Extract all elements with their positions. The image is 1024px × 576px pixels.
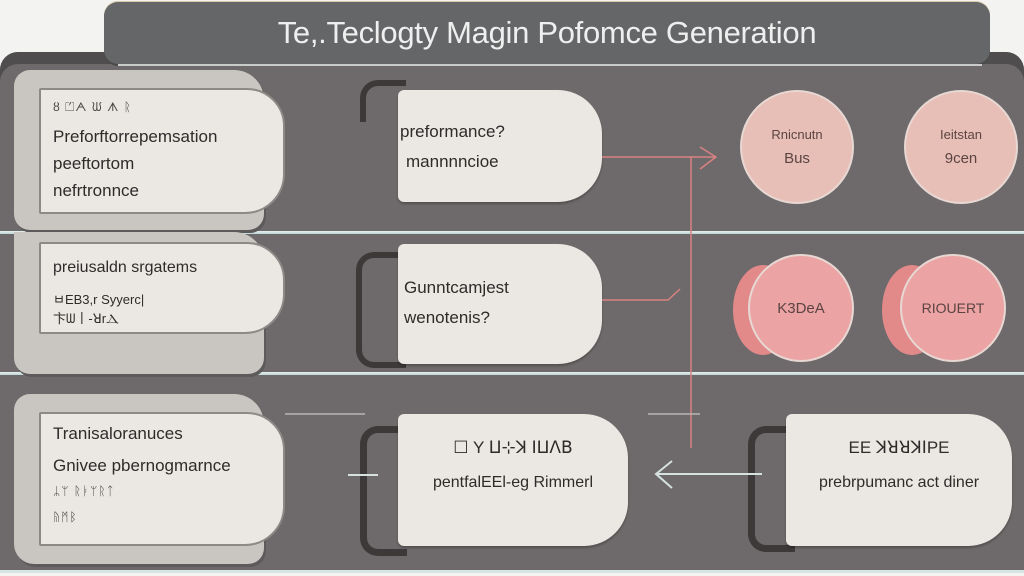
- circle-label: K3DeA: [777, 299, 825, 317]
- card-line: preformance?: [400, 122, 505, 141]
- card-heading: preiusaldn srgatems: [53, 259, 198, 276]
- card-line: nefrtronnce: [53, 181, 139, 200]
- mid-card-row-2[interactable]: Gunntcamjest wenotenis?: [398, 244, 602, 364]
- title-bar: Te,.Teclogty Magin Pofomce Generation: [104, 2, 990, 66]
- circle-node[interactable]: K3DeA: [750, 256, 852, 360]
- card-line: Preforftorrepemsation: [53, 127, 218, 146]
- circle-label: Ieitstan: [940, 127, 982, 142]
- card-line: ☐ Y ⵡ⊹ꓘ ꓲⵡꓥꓐ: [453, 438, 573, 457]
- circle-label: 9cen: [944, 150, 978, 167]
- left-card-row-1[interactable]: ឴឴ȣ ⏍ᗅ ᙎ ᗑ ᚱ Preforftorrepemsation peeft…: [39, 88, 285, 214]
- circle-label: Bus: [784, 150, 810, 167]
- circle-node[interactable]: Ieitstan 9cen: [906, 92, 1016, 202]
- left-card-row-3[interactable]: Tranisaloranuces Gnivee pbernogmarnce ᛦᛘ…: [39, 412, 285, 546]
- mid-card-row-1[interactable]: preformance? mannnncioe: [398, 90, 602, 202]
- card-line: Gunntcamjest: [404, 278, 509, 297]
- card-handle: [748, 426, 795, 552]
- card-line: 卞ᗯ丨-ꓤrⲆ: [53, 311, 119, 326]
- left-card-row-2[interactable]: preiusaldn srgatems ㅂEB3,r Syyerc| 卞ᗯ丨-ꓤ…: [39, 242, 285, 334]
- card-line: prebrpumanc act diner: [818, 474, 980, 491]
- card-line: ᚥᛗᛒ: [53, 510, 78, 524]
- card-subheading: Gnivee pbernogmarnce: [53, 456, 231, 475]
- card-handle: [356, 252, 406, 368]
- mid-card-row-3[interactable]: ☐ Y ⵡ⊹ꓘ ꓲⵡꓥꓐ pentfalEEl-eg Rimmerl: [398, 414, 628, 546]
- card-caption: ឴឴ȣ ⏍ᗅ ᙎ ᗑ ᚱ: [53, 100, 132, 114]
- circle-label: RIOUERT: [921, 300, 985, 316]
- card-line: wenotenis?: [404, 308, 491, 327]
- card-line: EE ꓘꓤꓤꓘꓲPE: [848, 438, 950, 457]
- circle-node[interactable]: RIOUERT: [902, 256, 1004, 360]
- card-line: ᛦᛘ ᚱᛓᛘᚱᛏ: [53, 484, 115, 498]
- card-line: pentfalEEl-eg Rimmerl: [432, 474, 594, 491]
- circle-label: Rnicnutn: [771, 127, 823, 142]
- row-divider: [0, 372, 1024, 375]
- page-title: Te,.Teclogty Magin Pofomce Generation: [277, 15, 817, 50]
- right-card-row-3[interactable]: EE ꓘꓤꓤꓘꓲPE prebrpumanc act diner: [786, 414, 1012, 546]
- card-handle: [360, 426, 407, 556]
- card-handle: [360, 80, 406, 122]
- card-heading: Tranisaloranuces: [53, 424, 183, 443]
- card-line: mannnncioe: [406, 152, 499, 171]
- card-line: peeftortom: [53, 154, 135, 173]
- card-line: ㅂEB3,r Syyerc|: [53, 292, 145, 307]
- row-divider: [0, 231, 1024, 234]
- circle-node[interactable]: Rnicnutn Bus: [742, 92, 852, 202]
